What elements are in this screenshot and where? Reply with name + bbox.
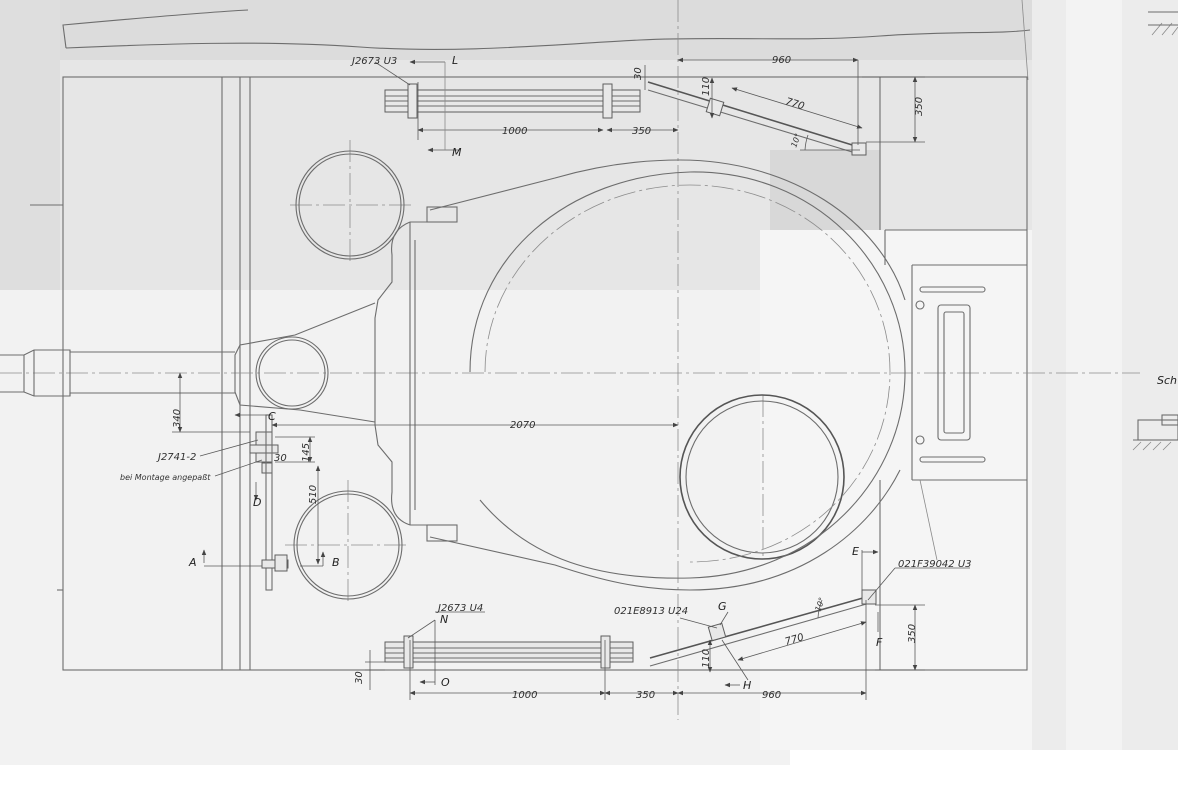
dim-top-link-gap: 30	[633, 67, 644, 80]
section-marker-e: E	[852, 545, 859, 558]
part-number-lower-link: 021E8913 U24	[614, 606, 688, 617]
section-marker-b: B	[332, 556, 340, 569]
dim-top-bar-length: 1000	[502, 126, 527, 137]
dim-top-bar-offset: 350	[632, 126, 651, 137]
dim-bottom-link-pin: 110	[701, 649, 712, 668]
dim-bottom-link-height: 350	[907, 624, 918, 643]
bottom-tow-bar	[365, 611, 679, 700]
hull-outline	[30, 0, 1031, 671]
hatch-openings	[255, 150, 845, 600]
section-marker-l: L	[452, 54, 458, 67]
part-number-side-bracket: J2741-2	[156, 452, 196, 463]
dim-top-link-pin: 110	[701, 77, 712, 96]
bottom-link	[649, 549, 970, 700]
turret	[234, 159, 906, 591]
dim-gun-offset: 340	[172, 409, 183, 428]
side-bracket	[172, 372, 326, 591]
dim-top-link-length: 770	[784, 96, 805, 112]
section-marker-n: N	[440, 613, 448, 626]
gun-barrel	[0, 349, 235, 397]
section-marker-g: G	[718, 600, 727, 613]
dim-bracket-height: 145	[301, 443, 312, 462]
centre-lines	[0, 0, 1140, 720]
section-marker-o: O	[441, 676, 450, 689]
dim-top-link-height: 350	[914, 97, 925, 116]
part-number-top-bar: J2673 U3	[350, 56, 397, 67]
assembly-note: bei Montage angepaßt	[120, 473, 211, 482]
section-marker-f: F	[876, 636, 883, 649]
dim-bracket-width: 30	[274, 453, 287, 464]
part-number-right-link: 021F39042 U3	[898, 559, 972, 570]
dim-bottom-link-span: 960	[762, 690, 781, 701]
engine-deck-details	[915, 11, 1178, 561]
top-link	[644, 57, 925, 156]
dim-bottom-link-length: 770	[784, 632, 805, 648]
dim-top-link-span: 960	[772, 55, 791, 66]
dim-hull-length: 2070	[510, 420, 535, 431]
part-number-bottom-bar: J2673 U4	[436, 603, 483, 614]
section-marker-h: H	[743, 679, 751, 692]
section-marker-d: D	[253, 496, 261, 509]
dim-bottom-link-gap: 30	[354, 671, 365, 684]
dim-bracket-spacing: 510	[308, 485, 319, 504]
margin-text: Sch	[1157, 374, 1177, 387]
section-marker-m: M	[452, 146, 462, 159]
section-marker-a: A	[188, 556, 197, 569]
top-tow-bar	[374, 59, 679, 153]
dim-bottom-bar-offset: 350	[636, 690, 655, 701]
section-marker-c: C	[268, 410, 276, 423]
labels: J2673 U3 J2673 U4 J2741-2 021E8913 U24 0…	[120, 54, 1177, 701]
dim-bottom-bar-length: 1000	[512, 690, 537, 701]
